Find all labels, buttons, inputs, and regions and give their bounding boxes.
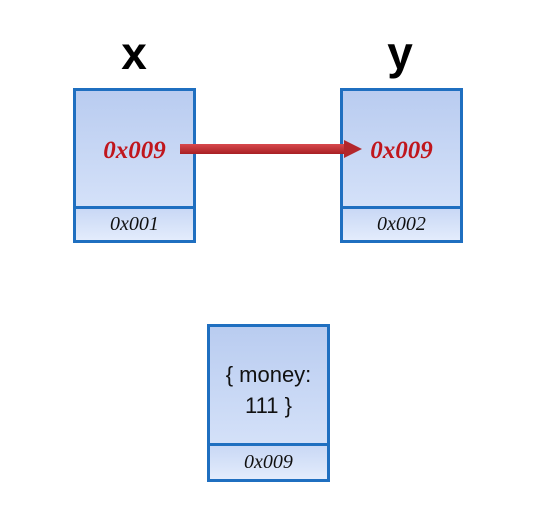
variable-y-address: 0x002 (343, 206, 460, 240)
heap-object-cell: { money: 111 } 0x009 (207, 324, 330, 482)
variable-x-label: x (121, 27, 147, 79)
variable-y-label: y (387, 27, 413, 79)
heap-object-line-2: 111 } (245, 393, 292, 418)
variable-x-cell: 0x009 0x001 (73, 88, 196, 243)
variable-x-address: 0x001 (76, 206, 193, 240)
variable-y-value: 0x009 (370, 137, 433, 164)
variable-x-value: 0x009 (103, 137, 166, 164)
variable-y-cell: 0x009 0x002 (340, 88, 463, 243)
heap-object-line-1: { money: (225, 362, 312, 387)
heap-object-address: 0x009 (210, 443, 327, 479)
